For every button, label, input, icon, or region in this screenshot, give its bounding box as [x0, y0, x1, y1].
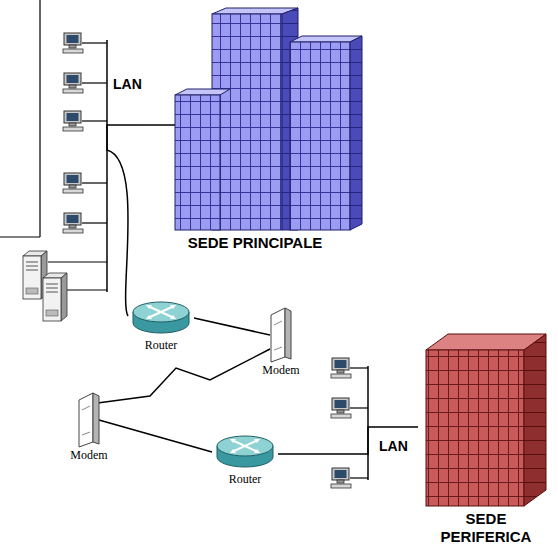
- modem-node: Modem: [64, 390, 114, 462]
- network-link: [90, 349, 270, 404]
- modem-icon: [256, 305, 306, 363]
- building-node: SEDE PERIFERICA: [418, 328, 554, 546]
- modem-node: Modem: [256, 305, 306, 377]
- building-node: SEDE PRINCIPALE: [140, 10, 370, 252]
- modem-icon: [64, 390, 114, 448]
- node-label: Modem: [256, 363, 306, 377]
- network-link: [107, 125, 140, 316]
- network-link: [99, 420, 212, 452]
- node-label: SEDE PERIFERICA: [430, 510, 542, 546]
- building-icon: [140, 10, 370, 234]
- node-label: SEDE PRINCIPALE: [140, 234, 370, 252]
- node-label: Modem: [64, 448, 114, 462]
- router-icon: [128, 298, 194, 338]
- node-label: Router: [128, 338, 194, 352]
- node-label: Router: [212, 472, 278, 486]
- network-label: LAN: [378, 438, 409, 454]
- building-icon: [418, 328, 554, 510]
- network-link: [194, 318, 270, 335]
- network-link: [278, 427, 418, 454]
- router-node: Router: [128, 298, 194, 352]
- router-node: Router: [212, 432, 278, 486]
- router-icon: [212, 432, 278, 472]
- network-label: LAN: [112, 76, 143, 92]
